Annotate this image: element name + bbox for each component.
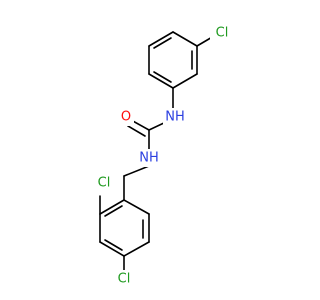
cl-label: Cl xyxy=(98,176,111,191)
molecule-diagram: Cl O NH NH Cl Cl xyxy=(93,24,232,288)
bond-nh-lower-ch2 xyxy=(123,165,150,177)
bond xyxy=(172,31,198,47)
double-bond-inner xyxy=(104,205,123,217)
bond xyxy=(148,73,174,89)
double-bond-inner xyxy=(104,239,123,251)
nh-label: NH xyxy=(139,151,159,166)
o-label: O xyxy=(121,110,131,125)
label-mask xyxy=(163,108,187,126)
label-mask xyxy=(137,149,161,167)
atom-cl-ortho: Cl xyxy=(93,174,115,192)
ring-top xyxy=(148,31,198,89)
bond xyxy=(172,73,198,89)
bond xyxy=(99,199,125,215)
atom-nh-upper: NH xyxy=(163,108,187,126)
bond xyxy=(123,199,150,215)
cl-label: Cl xyxy=(216,26,229,41)
label-mask xyxy=(118,108,134,126)
label-mask xyxy=(93,174,115,192)
atom-cl-top: Cl xyxy=(210,24,232,42)
bond xyxy=(99,241,125,257)
nh-label: NH xyxy=(165,110,185,125)
cl-label: Cl xyxy=(118,272,131,287)
ring-bottom xyxy=(99,199,150,257)
label-mask xyxy=(210,24,232,42)
bond xyxy=(148,31,174,47)
atom-cl-para: Cl xyxy=(113,270,135,288)
bond xyxy=(123,241,150,257)
bond-carbonyl-double-2 xyxy=(127,125,146,137)
label-mask xyxy=(113,270,135,288)
double-bond-inner xyxy=(153,71,172,83)
double-bond-inner xyxy=(153,37,172,49)
atom-nh-lower: NH xyxy=(137,149,161,167)
atom-oxygen: O xyxy=(118,108,134,126)
